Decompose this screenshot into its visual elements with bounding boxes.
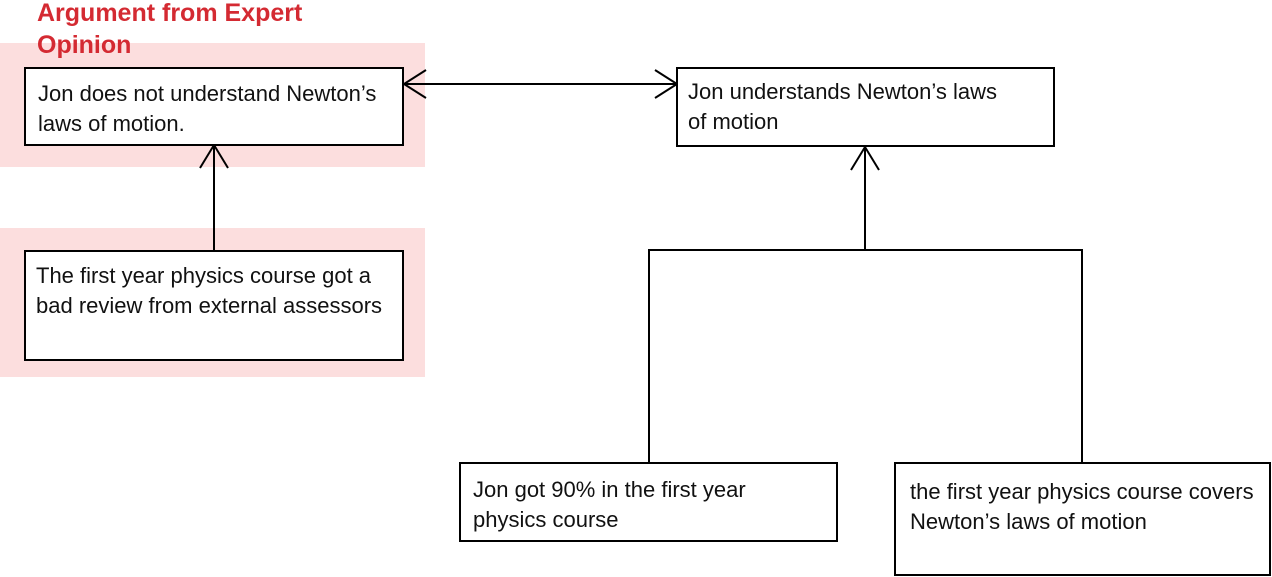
node-conclusion-right: Jon understands Newton’s laws of motion [676, 67, 1055, 147]
node-conclusion-right-text: Jon understands Newton’s laws of motion [688, 79, 997, 134]
diagram-title: Argument from Expert Opinion [37, 0, 303, 59]
arrowhead-up-right-icon [850, 145, 880, 171]
highlight-conclusion-ext-left [0, 43, 32, 67]
title-backdrop [0, 0, 425, 43]
node-premise-review-text: The first year physics course got a bad … [36, 263, 383, 318]
node-conclusion-left-text: Jon does not understand Newton’s laws of… [38, 81, 377, 136]
node-premise-score: Jon got 90% in the first year physics co… [459, 462, 838, 542]
linked-premise-bracket [648, 249, 1083, 462]
node-conclusion-left: Jon does not understand Newton’s laws of… [24, 67, 404, 146]
highlight-conclusion-ext-right [394, 43, 425, 67]
node-premise-score-text: Jon got 90% in the first year physics co… [473, 477, 746, 532]
node-premise-review: The first year physics course got a bad … [24, 250, 404, 361]
node-premise-coverage: the first year physics course covers New… [894, 462, 1271, 576]
arrowhead-left-icon [402, 69, 427, 99]
node-premise-coverage-text: the first year physics course covers New… [910, 479, 1254, 534]
